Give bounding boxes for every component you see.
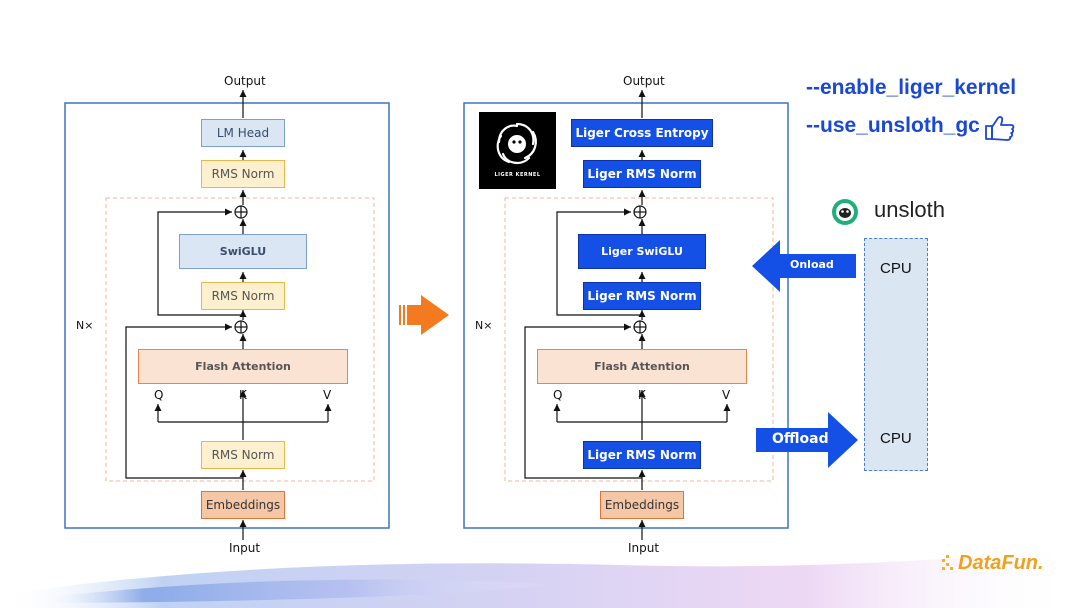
cpu-memory-box — [864, 238, 928, 471]
right-input-label: Input — [628, 541, 660, 555]
flag-enable-liger-kernel: --enable_liger_kernel — [806, 76, 1017, 99]
left-rms-norm-bottom: RMS Norm — [201, 441, 285, 469]
right-liger-rms-norm-mid: Liger RMS Norm — [583, 282, 701, 310]
right-liger-swiglu: Liger SwiGLU — [578, 234, 706, 269]
right-liger-rms-norm-top: Liger RMS Norm — [583, 160, 701, 188]
left-embeddings: Embeddings — [201, 491, 285, 519]
left-n-label: N× — [76, 319, 94, 332]
left-k-label: K — [239, 388, 247, 402]
left-lm-head: LM Head — [201, 119, 285, 147]
thumbs-up-icon — [985, 116, 1015, 141]
left-input-label: Input — [229, 541, 261, 555]
left-flash-attention: Flash Attention — [138, 349, 348, 384]
offload-label: Offload — [772, 431, 829, 447]
offload-arrow — [756, 412, 858, 468]
transition-arrow — [399, 295, 449, 335]
left-swiglu: SwiGLU — [179, 234, 307, 269]
unsloth-logo-icon — [832, 199, 858, 225]
datafun-brand: DataFun. — [958, 552, 1044, 574]
liger-kernel-logo: LIGER KERNEL — [479, 112, 556, 189]
right-liger-cross-entropy: Liger Cross Entropy — [571, 119, 713, 147]
right-n-label: N× — [475, 319, 493, 332]
cpu-label-bottom: CPU — [880, 430, 912, 447]
right-output-label: Output — [623, 74, 665, 88]
right-q-label: Q — [553, 388, 563, 402]
left-q-label: Q — [154, 388, 164, 402]
onload-arrow — [752, 240, 856, 292]
right-flash-attention: Flash Attention — [537, 349, 747, 384]
left-rms-norm-mid: RMS Norm — [201, 282, 285, 310]
cpu-label-top: CPU — [880, 260, 912, 277]
right-embeddings: Embeddings — [600, 491, 684, 519]
left-v-label: V — [323, 388, 332, 402]
left-output-label: Output — [224, 74, 266, 88]
left-rms-norm-top: RMS Norm — [201, 160, 285, 188]
flag-use-unsloth-gc: --use_unsloth_gc — [806, 114, 980, 137]
liger-logo-text: LIGER KERNEL — [494, 172, 541, 178]
right-liger-rms-norm-bottom: Liger RMS Norm — [583, 441, 701, 469]
right-k-label: K — [638, 388, 646, 402]
datafun-dots-icon — [942, 555, 953, 570]
liger-logo-icon — [496, 122, 537, 164]
unsloth-brand-text: unsloth — [874, 197, 945, 222]
onload-label: Onload — [790, 258, 834, 271]
right-v-label: V — [722, 388, 731, 402]
